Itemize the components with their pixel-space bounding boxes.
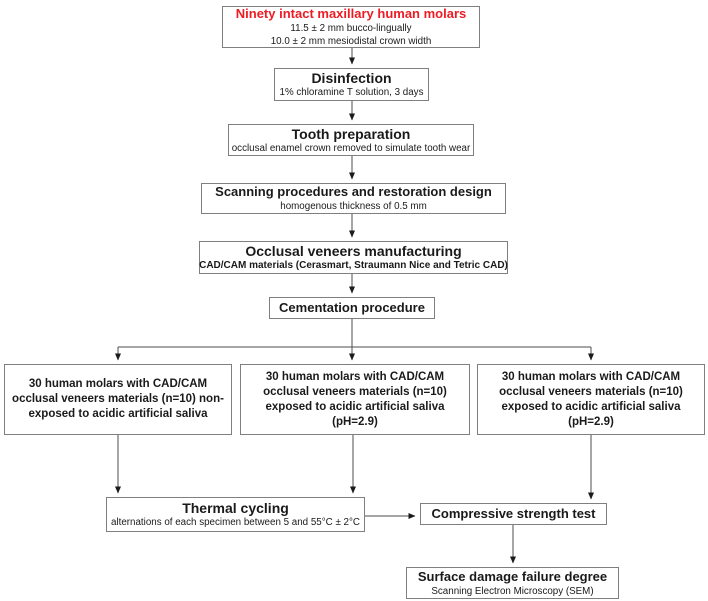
- node-thermal-cycling-line1: alternations of each specimen between 5 …: [110, 517, 361, 528]
- node-cementation: Cementation procedure: [269, 297, 435, 319]
- node-disinfection-title: Disinfection: [311, 70, 392, 86]
- node-scanning: Scanning procedures and restoration desi…: [201, 183, 506, 214]
- node-scanning-title: Scanning procedures and restoration desi…: [215, 184, 492, 199]
- node-group-exposed-2-title: 30 human molars with CAD/CAM occlusal ve…: [499, 370, 683, 428]
- node-surface-damage-title: Surface damage failure degree: [417, 568, 608, 584]
- node-disinfection: Disinfection 1% chloramine T solution, 3…: [274, 68, 429, 101]
- node-sample-line2: 10.0 ± 2 mm mesiodistal crown width: [270, 36, 432, 47]
- node-cementation-title: Cementation procedure: [279, 300, 425, 315]
- node-group-exposed-2: 30 human molars with CAD/CAM occlusal ve…: [477, 364, 705, 435]
- node-sample-title: Ninety intact maxillary human molars: [235, 6, 467, 21]
- node-thermal-cycling-title: Thermal cycling: [182, 500, 289, 516]
- node-group-non-exposed-title: 30 human molars with CAD/CAM occlusal ve…: [12, 378, 224, 420]
- node-group-exposed-1-title: 30 human molars with CAD/CAM occlusal ve…: [263, 370, 447, 428]
- node-group-non-exposed: 30 human molars with CAD/CAM occlusal ve…: [4, 364, 232, 435]
- node-compressive-test: Compressive strength test: [420, 503, 607, 525]
- node-scanning-line1: homogenous thickness of 0.5 mm: [280, 201, 427, 212]
- node-manufacturing-line1: CAD/CAM materials (Cerasmart, Straumann …: [199, 260, 508, 271]
- node-thermal-cycling: Thermal cycling alternations of each spe…: [106, 497, 365, 532]
- node-surface-damage: Surface damage failure degree Scanning E…: [406, 567, 619, 599]
- node-disinfection-line1: 1% chloramine T solution, 3 days: [279, 87, 424, 98]
- node-sample: Ninety intact maxillary human molars 11.…: [222, 6, 480, 48]
- node-manufacturing-title: Occlusal veneers manufacturing: [245, 243, 462, 259]
- node-compressive-test-title: Compressive strength test: [431, 506, 596, 521]
- node-tooth-preparation-title: Tooth preparation: [291, 125, 411, 142]
- node-group-exposed-1: 30 human molars with CAD/CAM occlusal ve…: [240, 364, 470, 435]
- node-surface-damage-line1: Scanning Electron Microscopy (SEM): [431, 585, 594, 597]
- node-tooth-preparation: Tooth preparation occlusal enamel crown …: [228, 124, 474, 156]
- node-manufacturing: Occlusal veneers manufacturing CAD/CAM m…: [199, 241, 508, 274]
- node-sample-line1: 11.5 ± 2 mm bucco-lingually: [290, 23, 412, 34]
- node-tooth-preparation-line1: occlusal enamel crown removed to simulat…: [231, 142, 471, 154]
